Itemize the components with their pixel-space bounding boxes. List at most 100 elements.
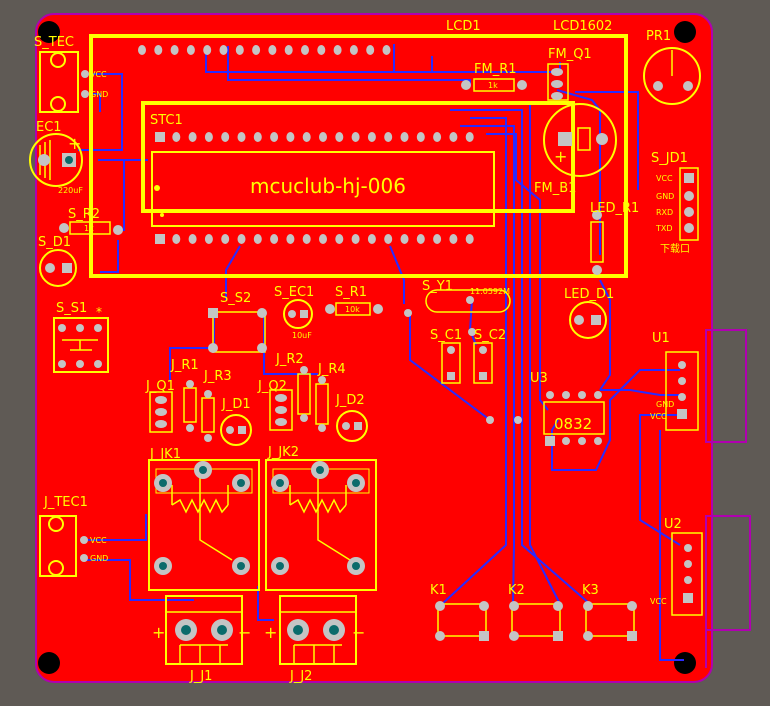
label-pr1: PR1: [646, 29, 671, 44]
label-s-d1: S_D1: [38, 235, 71, 250]
pad: [416, 234, 425, 244]
pad: [433, 234, 442, 244]
pad: [284, 45, 293, 55]
polarity-plus-jj2: +: [264, 623, 277, 642]
pad: [317, 45, 326, 55]
pad: [219, 45, 228, 55]
label-u2: U2: [664, 517, 682, 532]
label-ec1: EC1: [36, 120, 62, 135]
pad: [155, 132, 165, 142]
stc1-outline: [141, 101, 575, 213]
j-jk1-relay: [148, 459, 260, 591]
label-k1: K1: [430, 583, 447, 598]
pin-label-gnd-jd1: GND: [656, 192, 674, 201]
lcd1-outline: [89, 34, 628, 278]
pad: [465, 234, 474, 244]
j-left-components: [149, 380, 252, 446]
s-tec-connector: [39, 51, 89, 113]
s-y1-crystal: [404, 289, 511, 336]
j-j1-terminal: [165, 595, 243, 665]
polarity-minus-jj2: −: [352, 623, 365, 642]
pr1-photoresistor: [643, 47, 701, 105]
label-s-r2-value: 1k: [84, 224, 94, 233]
label-download-port: 下载口: [660, 243, 690, 255]
pad: [221, 234, 230, 244]
stc1-body: [151, 151, 495, 227]
label-j-j1: J_J1: [189, 669, 212, 684]
pad: [400, 234, 409, 244]
label-led-r1: LED_R1: [590, 201, 639, 216]
label-k2: K2: [508, 583, 525, 598]
pad: [302, 132, 311, 142]
fm-b1-buzzer: [543, 103, 617, 177]
label-j-r4: J_R4: [317, 362, 346, 377]
pad: [465, 132, 474, 142]
pad: [170, 45, 179, 55]
pad: [270, 234, 279, 244]
u2-header: [671, 532, 703, 616]
label-j-q2: J_Q2: [257, 379, 287, 394]
label-s-c1: S_C1: [430, 328, 462, 343]
pad: [335, 132, 344, 142]
pad: [416, 132, 425, 142]
pad: [172, 132, 181, 142]
pad: [268, 45, 277, 55]
pad: [154, 45, 163, 55]
s-c-capacitors: [441, 342, 522, 424]
pin-label-vcc-u1: VCC: [650, 412, 667, 421]
s-s2-switch: [208, 308, 267, 353]
pad: [237, 234, 246, 244]
pad: [319, 234, 327, 244]
pad: [400, 132, 409, 142]
pad: [333, 45, 342, 55]
pad: [138, 45, 146, 55]
j-right-components: [269, 366, 368, 442]
s-jd1-header: [679, 167, 699, 241]
label-s-y1-value: 11.0592M: [470, 287, 510, 296]
label-s-r1-value: 10k: [345, 305, 360, 314]
pad: [204, 132, 213, 142]
label-j-jk1: J_JK1: [149, 447, 181, 462]
led-d1-led: [569, 301, 607, 339]
pad: [252, 45, 261, 55]
pcb-board: [35, 13, 713, 683]
polarity-plus-ec1: +: [68, 134, 81, 153]
pad: [302, 234, 311, 244]
pad: [382, 45, 391, 55]
pad: [204, 234, 213, 244]
label-fm-q1: FM_Q1: [548, 47, 592, 62]
s-d1-led: [39, 249, 77, 287]
label-ec1-value: 220uF: [58, 186, 83, 195]
label-j-q1: J_Q1: [145, 379, 175, 394]
pad: [172, 234, 181, 244]
label-fm-r1-value: 1k: [488, 81, 498, 90]
label-lcd1: LCD1: [446, 19, 481, 34]
pad: [186, 45, 195, 55]
u1-header: [665, 351, 699, 431]
label-stc1: STC1: [150, 113, 183, 128]
pad: [237, 132, 246, 142]
pin-label-vcc-u2: VCC: [650, 597, 667, 606]
s-s1-switch: [53, 317, 109, 373]
label-j-r1: J_R1: [170, 358, 199, 373]
lcd1-header-pads: [138, 45, 391, 55]
pad: [319, 132, 327, 142]
s-r2-resistor: [59, 221, 123, 235]
label-s-r1: S_R1: [335, 285, 367, 300]
pad: [155, 234, 165, 244]
s-r1-resistor: [325, 302, 383, 316]
label-s-s1: S_S1: [56, 301, 87, 316]
s-ec1-capacitor: [283, 299, 313, 329]
pin-label-gnd-stec: GND: [90, 90, 108, 99]
j-j2-terminal: [279, 595, 357, 665]
pad: [221, 132, 230, 142]
board-title: mcuclub-hj-006: [250, 174, 406, 198]
pad: [351, 234, 360, 244]
label-s-jd1: S_JD1: [651, 151, 688, 166]
pad: [367, 234, 376, 244]
pin-label-vcc-stec: VCC: [90, 70, 107, 79]
label-j-r2: J_R2: [275, 352, 304, 367]
label-u1: U1: [652, 331, 670, 346]
pin1-marker: [154, 185, 160, 191]
label-s-c2: S_C2: [474, 328, 506, 343]
